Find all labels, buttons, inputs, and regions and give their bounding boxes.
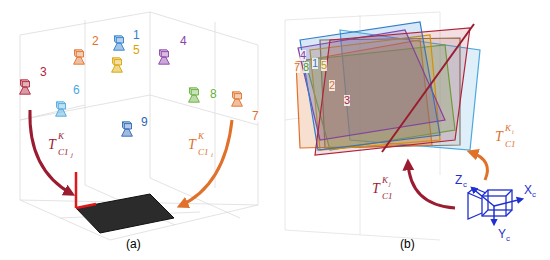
camera-icon	[114, 36, 125, 50]
callout-number: 1	[133, 29, 140, 41]
camera-icon	[20, 80, 31, 94]
camera-icon	[159, 50, 170, 64]
board-axes	[76, 172, 96, 208]
transform-subscript: C1	[198, 148, 209, 157]
camera-icon	[189, 88, 200, 102]
transform-arrow	[180, 120, 232, 206]
callout-number: 5	[133, 44, 140, 56]
callout-number: 8	[303, 62, 309, 73]
axis-label: Y	[498, 228, 506, 240]
axis-label: X	[524, 184, 532, 196]
camera-axis	[493, 206, 495, 224]
transform-subscript: C1	[58, 148, 69, 157]
transform-subscript: C1	[505, 140, 516, 149]
callout-number: 3	[40, 66, 47, 78]
calibration-board	[76, 194, 174, 233]
transform-symbol: T	[372, 182, 380, 196]
grid-lines	[20, 12, 258, 240]
axis-subscript: c	[506, 235, 510, 243]
callout-number: 2	[92, 35, 99, 47]
camera-axis	[472, 188, 494, 206]
camera-axis	[494, 199, 522, 206]
transform-superscript: i	[512, 129, 514, 135]
transform-subscript: C1	[382, 192, 393, 201]
camera-icon	[74, 50, 85, 64]
camera-icon	[232, 92, 243, 106]
callout-number: 1	[312, 58, 318, 69]
transform-arrow	[408, 162, 455, 208]
transform-symbol: T	[495, 130, 503, 144]
camera-icon	[56, 102, 67, 116]
transform-superscript: K	[198, 132, 204, 141]
callout-number: 2	[329, 80, 335, 91]
transform-symbol: T	[188, 138, 196, 152]
transform-arrow	[30, 110, 72, 194]
panel-label: (b)	[400, 238, 415, 250]
transform-superscript: K	[505, 124, 511, 133]
callout-number: 4	[180, 35, 187, 47]
camera-icon	[112, 58, 123, 72]
axis-subscript: c	[463, 181, 467, 189]
transform-subscript: j	[71, 152, 73, 159]
callout-number: 7	[294, 62, 300, 73]
axis-label: Z	[455, 174, 462, 186]
transform-superscript: K	[58, 132, 64, 141]
board-poses	[296, 22, 480, 155]
board-pose-edge	[382, 24, 474, 152]
camera-icon	[122, 122, 133, 136]
callout-number: 3	[344, 95, 350, 106]
callout-number: 4	[300, 50, 306, 61]
transform-subscript: i	[211, 152, 213, 159]
callout-number: 5	[321, 60, 327, 71]
transform-arrow	[470, 152, 487, 180]
transform-symbol: T	[48, 138, 56, 152]
callout-number: 9	[141, 116, 148, 128]
axis-subscript: c	[532, 191, 536, 199]
transform-superscript: K	[382, 176, 388, 185]
callout-number: 7	[252, 110, 259, 122]
callout-number: 8	[210, 88, 217, 100]
callout-number: 6	[73, 84, 80, 96]
transform-superscript: j	[389, 181, 391, 187]
panel-label: (a)	[126, 238, 141, 250]
